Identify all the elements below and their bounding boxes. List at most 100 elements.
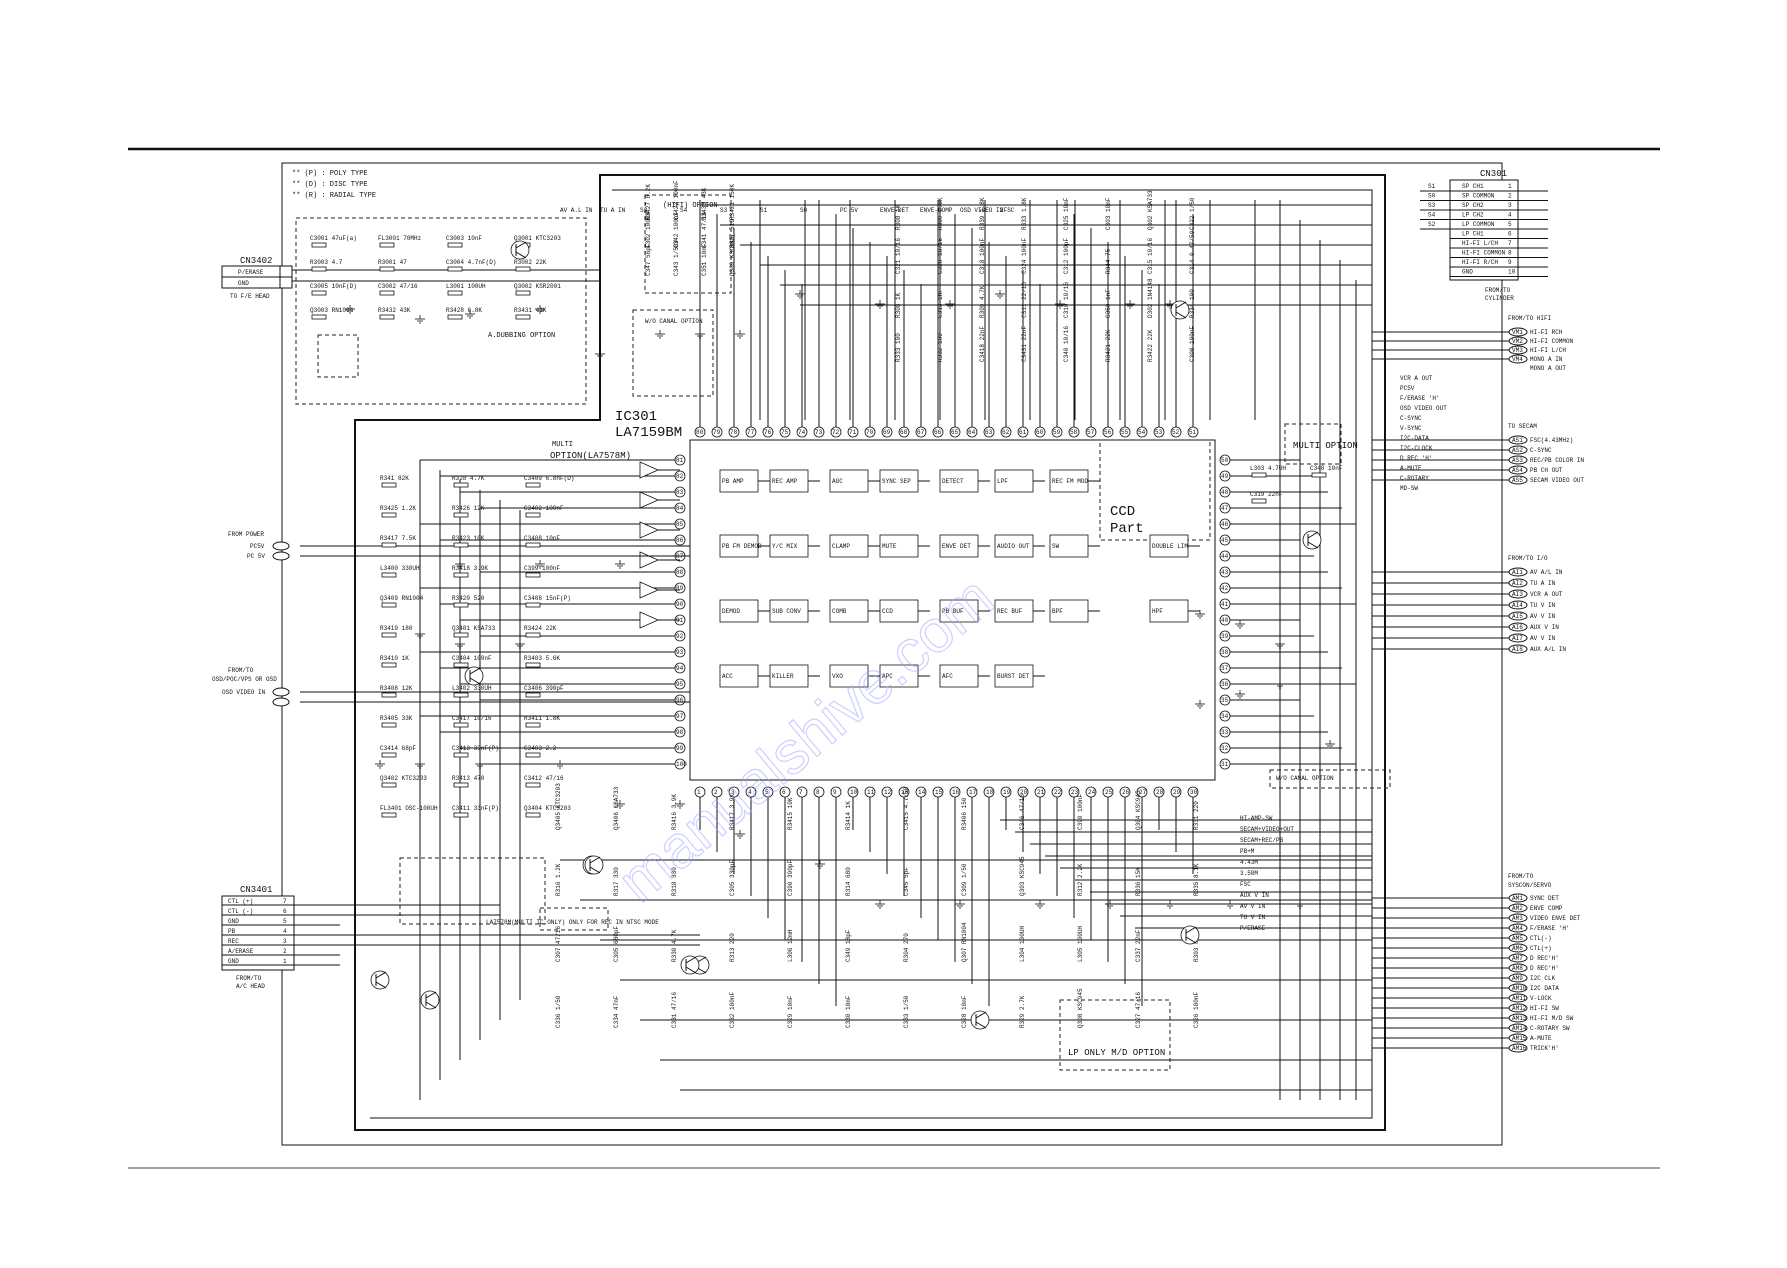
component-label: Q3002 KSR2001	[514, 283, 561, 290]
ic-multi-option2: OPTION(LA7578M)	[550, 451, 631, 461]
ic-pin-number: 94	[676, 665, 684, 672]
ic-pin: 80	[694, 200, 706, 438]
ic-block: SW	[1049, 534, 1100, 558]
component-label: C314 0.47/50	[1189, 230, 1196, 274]
ic-part: LA7159BM	[615, 425, 682, 441]
ic-pin-number: 92	[676, 633, 684, 640]
resistor-icon	[381, 602, 397, 608]
ic-pin: 22	[1051, 786, 1063, 896]
ic-pin: 65	[949, 214, 961, 438]
signal-label: I2C-CLOCK	[1400, 445, 1433, 452]
amplifier-icon	[639, 551, 680, 569]
ic-pin: 67	[915, 284, 927, 438]
component-label: R317 330	[613, 867, 620, 896]
resistor-icon	[381, 692, 397, 698]
ic-pin-number: 32	[1221, 745, 1229, 752]
component-label: R333 1.8K	[1021, 197, 1028, 230]
ic-pin-number: 75	[781, 429, 789, 436]
component-label: C305 330pF	[729, 860, 736, 896]
ic-pin: 2	[711, 786, 723, 852]
ic-block-label: SW	[1052, 543, 1060, 550]
resistor-icon	[453, 812, 469, 818]
port-id: AI5	[1512, 613, 1523, 620]
component-label: R3428 6.8K	[446, 307, 482, 314]
component-label: L303 4.7UH	[1250, 465, 1286, 472]
ic-block: COMB	[829, 599, 880, 623]
component-label: C313 1nF	[937, 289, 944, 318]
component-label: C3412 47/16	[524, 775, 564, 782]
ic-pin: 40	[1219, 614, 1300, 626]
ic-pin: 11	[864, 786, 876, 852]
resistor-icon	[525, 482, 541, 488]
ic-pin: 15	[932, 786, 944, 940]
ic-pin-number: 97	[676, 713, 684, 720]
osd-label: OSD VIDEO IN	[222, 689, 266, 696]
component-label: C308 100nF	[1189, 326, 1196, 362]
resistor-icon	[447, 266, 463, 272]
component-label: C340 10/16	[1063, 326, 1070, 362]
component-label: Q3402 KTC3203	[380, 775, 427, 782]
component-label: L304 100UH	[1019, 926, 1026, 962]
port-id: AM6	[1512, 945, 1523, 952]
cn3401-ref: CN3401	[240, 885, 272, 895]
component-label: R3405 33K	[380, 715, 413, 722]
cn301-pin-number: 9	[1508, 259, 1512, 266]
port-label: REC/PB COLOR IN	[1530, 457, 1584, 464]
ic-block-label: PB BUF	[942, 608, 964, 615]
signal-label: OSD VIDEO OUT	[1400, 405, 1447, 412]
port-label: TU V IN	[1530, 602, 1556, 609]
adubbing-option-label: A.DUBBING OPTION	[488, 332, 555, 340]
transistor-icon	[584, 855, 604, 875]
resistor-icon	[447, 314, 463, 320]
wo-canal-option-box	[632, 309, 714, 397]
ic-pin-number: 78	[730, 429, 738, 436]
ic-pin-number: 24	[1088, 789, 1096, 796]
component-label: C3431 22nF	[1021, 326, 1028, 362]
port-label: MONO A IN	[1530, 356, 1563, 363]
transistor-icon	[1180, 925, 1200, 945]
port-label: AV A/L IN	[1530, 569, 1563, 576]
resistor-icon	[515, 266, 531, 272]
ic-block-label: LPF	[997, 478, 1008, 485]
ic-block-label: AUDIO OUT	[997, 543, 1030, 550]
ground-icon	[995, 290, 1005, 299]
ic-pin-number: 68	[900, 429, 908, 436]
ic-pin-number: 65	[951, 429, 959, 436]
component-label: Q308 KSC945	[1077, 988, 1084, 1028]
component-label: R3415 10K	[787, 797, 794, 830]
ic-pin: 48	[1219, 486, 1328, 498]
ic-pin: 93	[420, 646, 686, 658]
cn3401-pin-number: 4	[283, 928, 287, 935]
ic-block: KILLER	[769, 664, 820, 688]
ic301-body[interactable]	[689, 439, 1216, 781]
ground-icon	[535, 305, 545, 314]
cn3402-pin: GND	[238, 280, 249, 287]
component-label: L3001 100UH	[446, 283, 486, 290]
resistor-icon	[447, 290, 463, 296]
ic-pin-number: 71	[849, 429, 857, 436]
ic-pin: 95	[460, 678, 686, 690]
component-label: R3418 3.9K	[452, 565, 488, 572]
ic-pin: 55	[1119, 256, 1131, 438]
ic-pin-number: 8	[816, 789, 820, 796]
component-label: R328 4.7K	[452, 475, 485, 482]
component-label: C329 10nF	[787, 995, 794, 1028]
ic-pin-number: 85	[676, 521, 684, 528]
port-label: C-ROTARY SW	[1530, 1025, 1570, 1032]
component-label: C3003 10nF	[446, 235, 482, 242]
component-label: R3425 1.2K	[380, 505, 416, 512]
resistor-icon	[311, 314, 327, 320]
ic-pin-number: 31	[1221, 761, 1229, 768]
ic-pin-number: 28	[1156, 789, 1164, 796]
ground-icon	[1275, 640, 1285, 649]
component-label: Q304 KSC945	[1135, 790, 1142, 830]
component-label: C3402 100nF	[524, 505, 564, 512]
component-label: R3414 1K	[845, 801, 852, 830]
component-label: R3417 3.9K	[729, 794, 736, 830]
ic-pin-number: 12	[884, 789, 892, 796]
signal-label: OSD VIDEO IN	[960, 207, 1004, 214]
component-label: R3421 150K	[729, 184, 736, 220]
